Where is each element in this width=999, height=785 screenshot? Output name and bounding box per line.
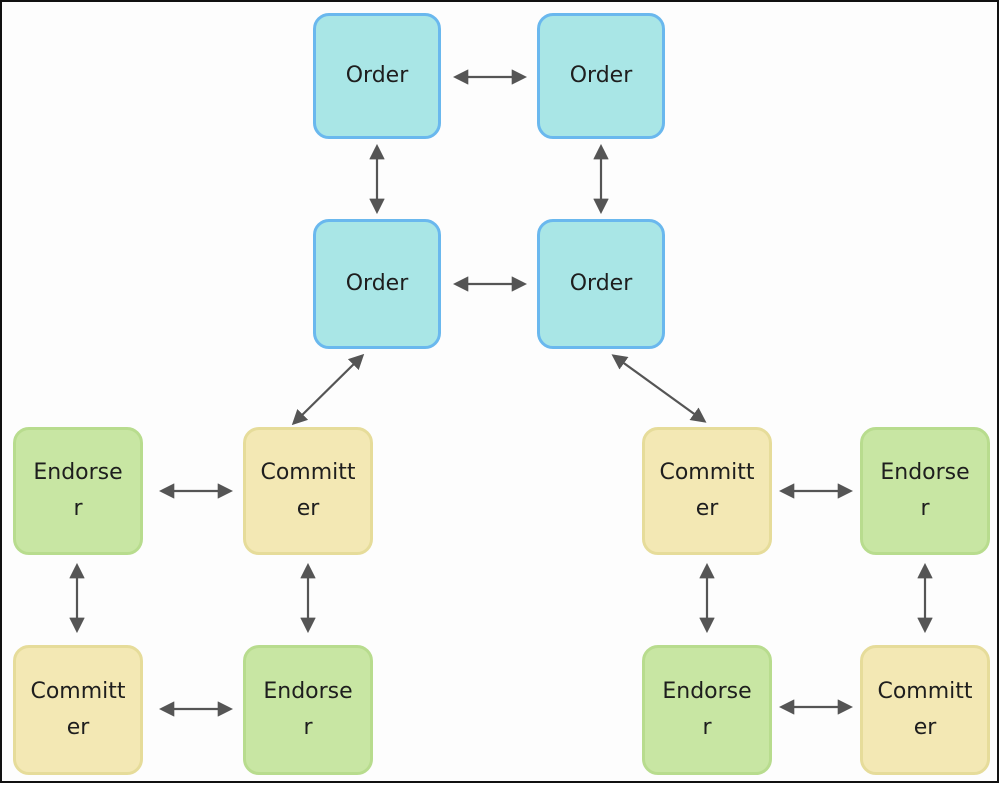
order-node-1: Order [313,13,441,139]
right-endorser-bottom-label: Endorse r [662,679,752,740]
left-committer-bottom-label: Committ er [30,679,126,740]
right-endorser-top: Endorse r [860,427,990,555]
right-committer-top: Committ er [642,427,772,555]
left-endorser-bottom: Endorse r [243,645,373,775]
order-node-1-label: Order [345,63,409,88]
order-node-3: Order [313,219,441,349]
order-node-3-label: Order [345,271,409,296]
link-order4-right-committer [611,354,707,423]
order-node-4: Order [537,219,665,349]
right-endorser-bottom: Endorse r [642,645,772,775]
order-node-2-label: Order [569,63,633,88]
order-node-2: Order [537,13,665,139]
right-committer-bottom-label: Committ er [877,679,973,740]
left-endorser-top-label: Endorse r [33,460,123,521]
right-endorser-top-label: Endorse r [880,460,970,521]
left-endorser-top: Endorse r [13,427,143,555]
left-endorser-bottom-label: Endorse r [263,679,353,740]
right-committer-top-label: Committ er [659,460,755,521]
link-order3-left-committer [291,353,365,426]
left-committer-top-label: Committ er [260,460,356,521]
right-committer-bottom: Committ er [860,645,990,775]
left-committer-bottom: Committ er [13,645,143,775]
left-committer-top: Committ er [243,427,373,555]
order-node-4-label: Order [569,271,633,296]
